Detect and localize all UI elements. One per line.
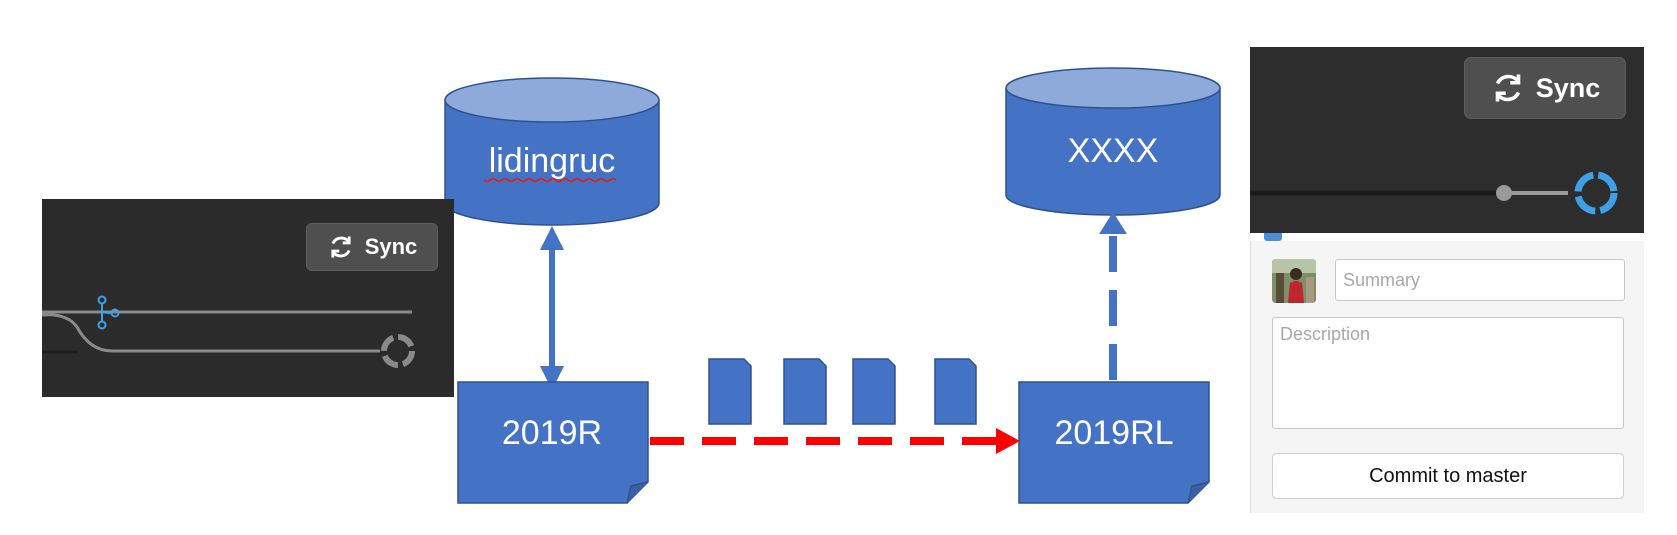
sync-label-right: Sync <box>1535 72 1601 103</box>
box-2019rl: 2019RL <box>1018 381 1210 504</box>
box-label-target: 2019RL <box>1054 414 1173 452</box>
repo-cylinder-xxxx: XXXX <box>1005 67 1221 216</box>
document-shape-1 <box>708 358 752 425</box>
sync-label-left: Sync <box>364 234 418 259</box>
commit-panel: Sync Commit to master <box>1250 47 1644 513</box>
left-sync-panel: Sync <box>42 199 454 397</box>
spellcheck-underline <box>483 177 617 183</box>
history-line <box>1250 171 1618 215</box>
avatar <box>1272 259 1316 303</box>
spinner-icon <box>381 334 415 368</box>
branch-graph <box>42 295 415 368</box>
document-shape-4 <box>934 358 977 425</box>
upload-arrowhead <box>1099 212 1127 234</box>
sync-button-right[interactable]: Sync <box>1464 57 1626 119</box>
branch-icon <box>97 295 120 330</box>
sync-button-left[interactable]: Sync <box>306 223 438 271</box>
changes-list-edge <box>1250 233 1644 241</box>
box-2019r: 2019R <box>457 381 649 504</box>
sync-icon <box>1495 74 1521 102</box>
sync-icon <box>331 236 351 258</box>
commit-form: Commit to master <box>1250 241 1644 513</box>
commit-button[interactable]: Commit to master <box>1272 453 1624 499</box>
document-shape-2 <box>783 358 827 425</box>
commit-panel-header: Sync <box>1250 47 1644 233</box>
repo-cylinder-lidingruc: lidingruc <box>444 77 660 226</box>
repo-label-left: lidingruc <box>489 142 616 180</box>
description-textarea[interactable] <box>1272 317 1624 429</box>
document-shape-3 <box>852 358 896 425</box>
box-label-source: 2019R <box>502 414 602 452</box>
commit-dot <box>1496 185 1512 201</box>
repo-label-right: XXXX <box>1068 132 1159 170</box>
spinner-icon <box>1574 171 1618 215</box>
summary-input[interactable] <box>1335 259 1625 301</box>
red-arrowhead <box>996 428 1020 454</box>
